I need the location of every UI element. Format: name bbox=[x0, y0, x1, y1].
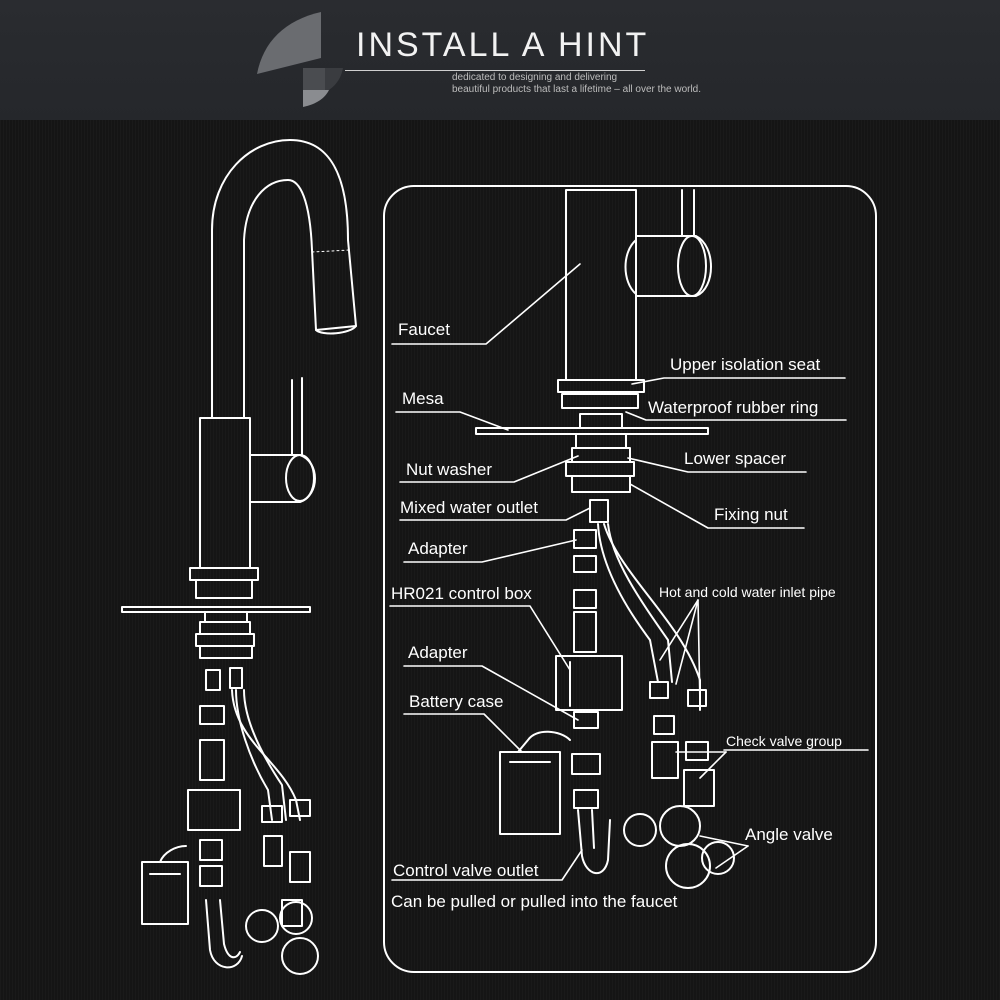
brand-logo-icon bbox=[257, 12, 343, 107]
tagline-line-1: dedicated to designing and delivering bbox=[452, 72, 618, 83]
detail-handle bbox=[635, 235, 712, 297]
detail-panel-frame bbox=[383, 185, 877, 973]
faucet-body bbox=[199, 417, 251, 569]
label-mesa: Mesa bbox=[402, 389, 444, 408]
label-adapter-2: Adapter bbox=[408, 643, 468, 662]
label-upper-isolation-seat: Upper isolation seat bbox=[670, 355, 821, 374]
faucet-handle bbox=[249, 454, 316, 503]
header-title: INSTALL A HINT bbox=[356, 26, 650, 64]
label-angle-valve: Angle valve bbox=[745, 825, 833, 844]
label-fixing-nut: Fixing nut bbox=[714, 505, 788, 524]
label-nut-washer: Nut washer bbox=[406, 460, 492, 479]
leader-lines bbox=[389, 263, 869, 881]
right-faucet-detail bbox=[475, 189, 735, 889]
faucet-spout bbox=[211, 139, 357, 419]
label-hr021-control-box: HR021 control box bbox=[391, 584, 532, 603]
detail-battery-case bbox=[499, 751, 561, 835]
detail-control-box bbox=[555, 655, 623, 711]
label-battery-case: Battery case bbox=[409, 692, 504, 711]
label-adapter-1: Adapter bbox=[408, 539, 468, 558]
label-pull-note: Can be pulled or pulled into the faucet bbox=[391, 892, 678, 911]
header-banner: INSTALL A HINT dedicated to designing an… bbox=[0, 0, 1000, 120]
label-check-valve-group: Check valve group bbox=[726, 733, 842, 749]
label-faucet: Faucet bbox=[398, 320, 450, 339]
label-hot-cold-inlet-pipe: Hot and cold water inlet pipe bbox=[659, 584, 836, 600]
label-mixed-water-outlet: Mixed water outlet bbox=[400, 498, 538, 517]
label-lower-spacer: Lower spacer bbox=[684, 449, 787, 468]
header-divider bbox=[345, 70, 645, 71]
header-tagline: dedicated to designing and delivering be… bbox=[452, 72, 701, 96]
tagline-line-2: beautiful products that last a lifetime … bbox=[452, 84, 702, 95]
left-faucet-assembly bbox=[121, 139, 357, 975]
detail-faucet-body bbox=[565, 189, 637, 381]
label-waterproof-rubber-ring: Waterproof rubber ring bbox=[648, 398, 819, 417]
label-control-valve-outlet: Control valve outlet bbox=[393, 861, 539, 880]
